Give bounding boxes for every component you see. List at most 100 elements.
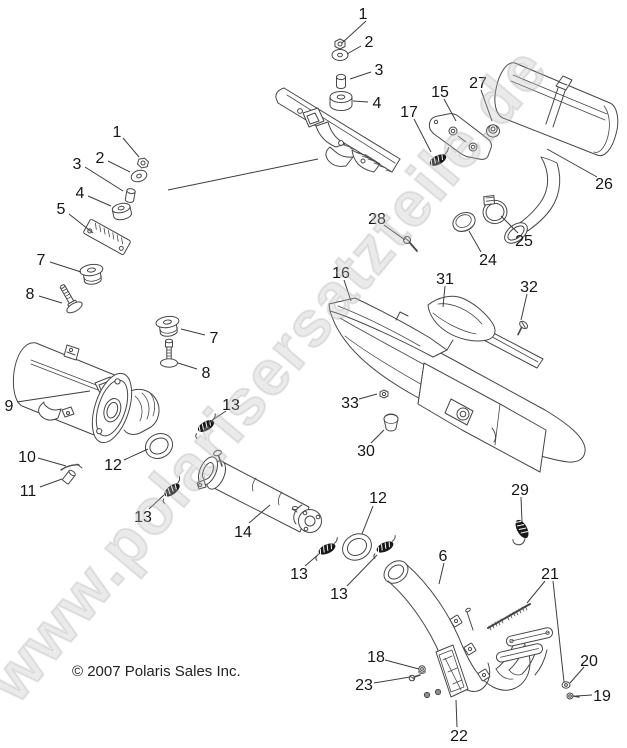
callout-label-29: 29 [511,482,529,499]
callout-label-2: 2 [96,150,105,167]
callout-label-16: 16 [332,265,350,282]
nut-small-a [423,691,431,699]
callout-label-8: 8 [26,286,35,303]
midpipe-14 [196,449,322,533]
callout-label-3: 3 [73,156,82,173]
nut-27 [486,124,500,138]
grommet-7-right [155,315,180,337]
callout-leader-line [177,362,198,370]
callout-label-11: 11 [20,483,37,500]
gasket-12-left [144,433,174,459]
screw-32 [517,320,529,336]
callout-leader-line [352,100,369,103]
callout-leader-line [383,224,406,241]
callout-label-1: 1 [359,6,368,23]
callout-label-18: 18 [367,649,385,666]
callout-label-27: 27 [469,75,487,92]
callout-label-8: 8 [202,365,211,382]
callout-label-6: 6 [439,548,448,565]
callout-label-23: 23 [355,677,373,694]
callout-leader-line [107,160,131,173]
callout-leader-line [520,293,528,321]
callout-leader-line [343,279,352,302]
heat-shield-16 [328,297,586,473]
callout-leader-line [49,261,82,273]
spacer-3-top [336,73,346,90]
grommet-4-top [329,91,353,111]
pin-10 [60,463,83,471]
callout-leader-line [361,505,374,535]
callout-label-24: 24 [479,252,497,269]
spring-13-b [162,476,181,504]
callout-leader-line [384,659,420,670]
callout-leader-line [455,699,458,728]
callout-label-7: 7 [37,252,46,269]
callout-label-19: 19 [593,688,611,705]
callout-leader-line [123,448,149,461]
spring-29 [512,519,529,546]
gasket-12-right [342,533,372,561]
callout-leader-line [358,393,378,400]
callout-label-10: 10 [18,449,36,466]
callout-leader-line [569,666,585,684]
washer-2-left [130,169,148,183]
spring-17 [429,147,449,166]
callout-label-2: 2 [365,34,374,51]
muffler-9 [12,342,160,444]
callout-label-26: 26 [595,176,613,193]
callout-leader-line [84,166,124,192]
pointer-line [167,158,319,191]
bolt-8-left [59,284,83,314]
nut-1-top [334,38,346,50]
callout-leader-line [37,457,67,467]
headpipe-6 [383,560,554,692]
nut-33 [379,389,389,399]
callout-label-13: 13 [222,397,240,414]
callout-label-14: 14 [234,524,252,541]
pointer-line [552,580,565,683]
callout-label-28: 28 [368,211,386,228]
bolt-19 [566,692,580,700]
callout-label-12: 12 [369,490,387,507]
callout-label-13: 13 [290,566,308,583]
callout-leader-line [346,554,378,587]
copyright-text: © 2007 Polaris Sales Inc. [72,663,241,680]
nut-18 [418,665,426,674]
spacer-3-left [124,188,136,203]
callout-leader-line [87,195,112,207]
callout-leader-line [248,504,271,524]
callout-leader-line [520,496,523,523]
callout-leader-line [468,230,482,253]
spring-13-c [315,537,338,561]
callout-label-31: 31 [436,271,454,288]
plug-30 [383,413,399,432]
callout-leader-line [346,45,362,55]
shield-22 [435,644,469,698]
nut-1-left [137,157,149,169]
callout-label-17: 17 [400,104,418,121]
callout-leader-line [148,494,165,510]
callout-leader-line [304,552,321,567]
callout-leader-line [443,98,457,122]
bolt-8-right [160,338,178,368]
callout-leader-line [575,694,593,697]
frame-rail [275,87,401,173]
callout-leader-line [207,410,227,424]
callout-layer: 1234123457897810111213131412131315172726… [5,6,613,745]
screw-23 [408,674,421,682]
callout-leader-line [39,478,63,488]
bracket-5 [83,219,131,255]
callout-label-15: 15 [431,84,449,101]
callout-leader-line [16,390,91,403]
callout-leader-line [546,148,598,178]
callout-leader-line [180,328,206,336]
callout-leader-line [349,71,372,80]
callout-label-1: 1 [113,124,122,141]
callout-leader-line [526,580,546,604]
callout-label-22: 22 [450,728,468,745]
screw-28 [403,236,418,252]
bracket-15 [428,113,492,160]
callout-label-3: 3 [375,62,384,79]
callout-leader-line [68,213,94,234]
